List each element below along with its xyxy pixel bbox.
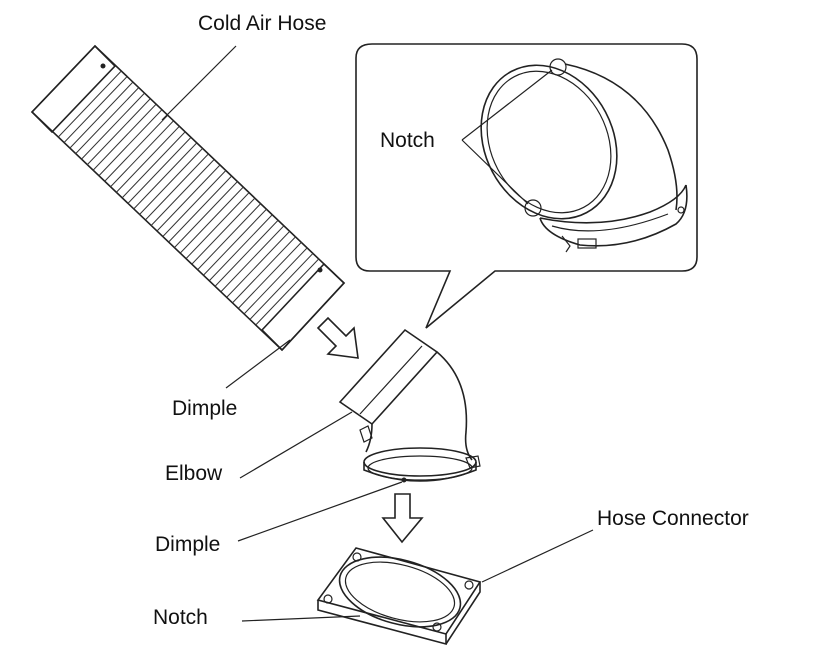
leader-lines — [161, 45, 594, 622]
arrow-hose-to-elbow — [316, 316, 359, 359]
hose-rib — [249, 252, 314, 320]
hose-rib — [92, 104, 157, 171]
label-notch-connector: Notch — [153, 606, 208, 629]
hose-rib — [226, 230, 291, 298]
hose-rib — [209, 214, 273, 281]
label-hose-connector: Hose Connector — [597, 507, 749, 530]
hose-rib — [139, 148, 203, 215]
hose-rib — [179, 186, 244, 254]
notch-marker-bottom — [524, 199, 542, 217]
hose-rib — [191, 197, 256, 265]
hose-rib — [244, 247, 308, 314]
hose-rib — [203, 208, 268, 276]
hose-rib — [162, 170, 227, 237]
hose-rib — [185, 192, 250, 259]
hose-rib — [255, 258, 320, 325]
hose-rib — [86, 98, 151, 166]
arrow-elbow-to-connector — [381, 493, 424, 544]
label-elbow: Elbow — [165, 462, 223, 485]
hose-rib — [174, 181, 238, 248]
hose-rib — [74, 87, 139, 155]
hose-rib — [98, 109, 163, 177]
hose-rib — [238, 241, 303, 309]
hose-rib — [133, 142, 198, 210]
elbow — [338, 328, 481, 483]
hose-rib — [121, 131, 186, 199]
hose-rib — [115, 126, 180, 193]
cold-air-hose — [30, 44, 346, 352]
hose-rib — [168, 175, 233, 243]
hose-rib — [144, 153, 209, 221]
hose-rib — [80, 93, 145, 160]
hose-ribs — [57, 71, 320, 325]
hose-rib — [197, 203, 262, 270]
hose-rib — [69, 82, 133, 149]
hose-rib — [63, 76, 128, 144]
hose-rib — [104, 115, 168, 182]
label-cold-air-hose: Cold Air Hose — [198, 12, 326, 35]
hose-rib — [150, 159, 215, 226]
notch-detail-callout: Notch — [355, 43, 698, 329]
label-dimple-elbow: Dimple — [155, 533, 220, 556]
hose-rib — [57, 71, 122, 138]
hose-connector — [316, 547, 482, 646]
notch-marker-top — [549, 58, 567, 76]
hose-rib — [109, 120, 174, 188]
hose-rib — [220, 225, 285, 292]
hose-rib — [127, 137, 192, 204]
hose-rib — [232, 236, 297, 303]
inset-elbow — [480, 63, 688, 253]
label-notch-inset: Notch — [380, 129, 435, 152]
hose-rib — [214, 219, 279, 287]
label-dimple-hose: Dimple — [172, 397, 237, 420]
hose-rib — [156, 164, 221, 232]
